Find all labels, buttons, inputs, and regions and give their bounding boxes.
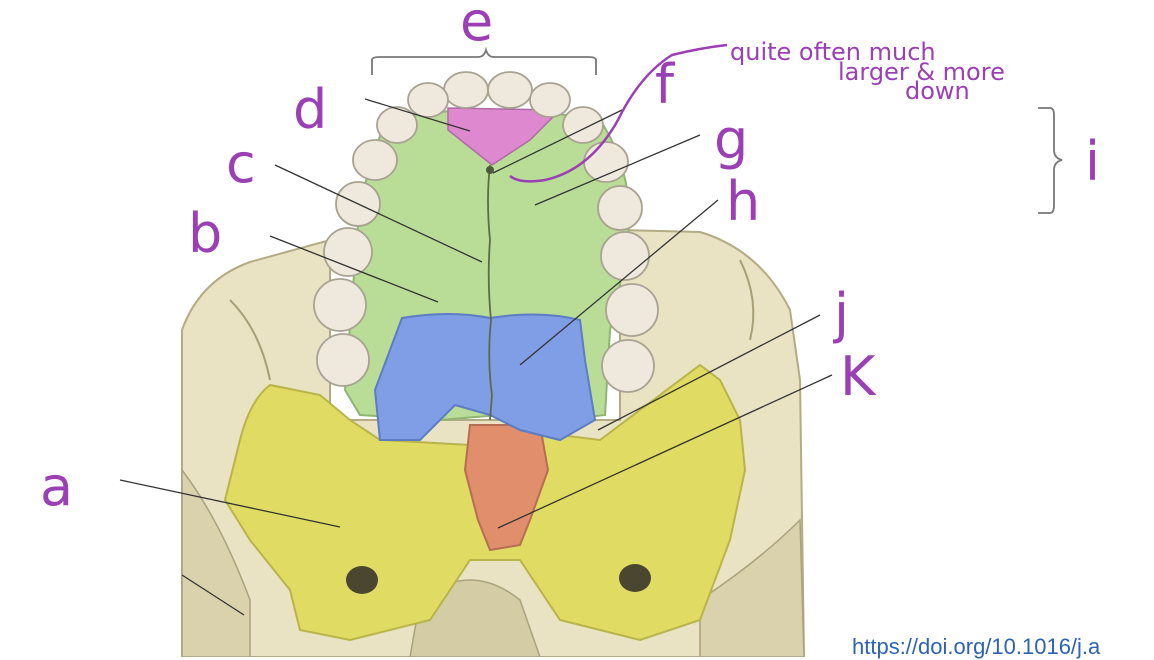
median-suture xyxy=(487,164,493,421)
label-k: K xyxy=(840,345,877,408)
annotation-line-2: larger & more xyxy=(838,58,1005,86)
label-d: d xyxy=(293,78,327,141)
label-g: g xyxy=(714,108,748,171)
label-h: h xyxy=(726,170,760,233)
blue-region xyxy=(373,313,597,442)
source-link[interactable]: https://doi.org/10.1016/j.a xyxy=(852,634,1101,659)
label-i: i xyxy=(1085,130,1100,193)
label-b: b xyxy=(188,202,222,265)
label-a: a xyxy=(40,455,73,518)
label-j: j xyxy=(833,282,849,345)
label-c: c xyxy=(226,132,256,195)
annotation-line-1: quite often much xyxy=(730,38,936,66)
label-e: e xyxy=(460,0,493,53)
annotation-line-3: down xyxy=(905,77,970,105)
orange-region xyxy=(463,424,550,552)
leader-lines xyxy=(119,98,833,616)
label-f: f xyxy=(655,53,676,116)
bracket-e xyxy=(371,46,597,75)
annotation-curve xyxy=(509,43,728,183)
bracket-i xyxy=(1038,107,1063,214)
